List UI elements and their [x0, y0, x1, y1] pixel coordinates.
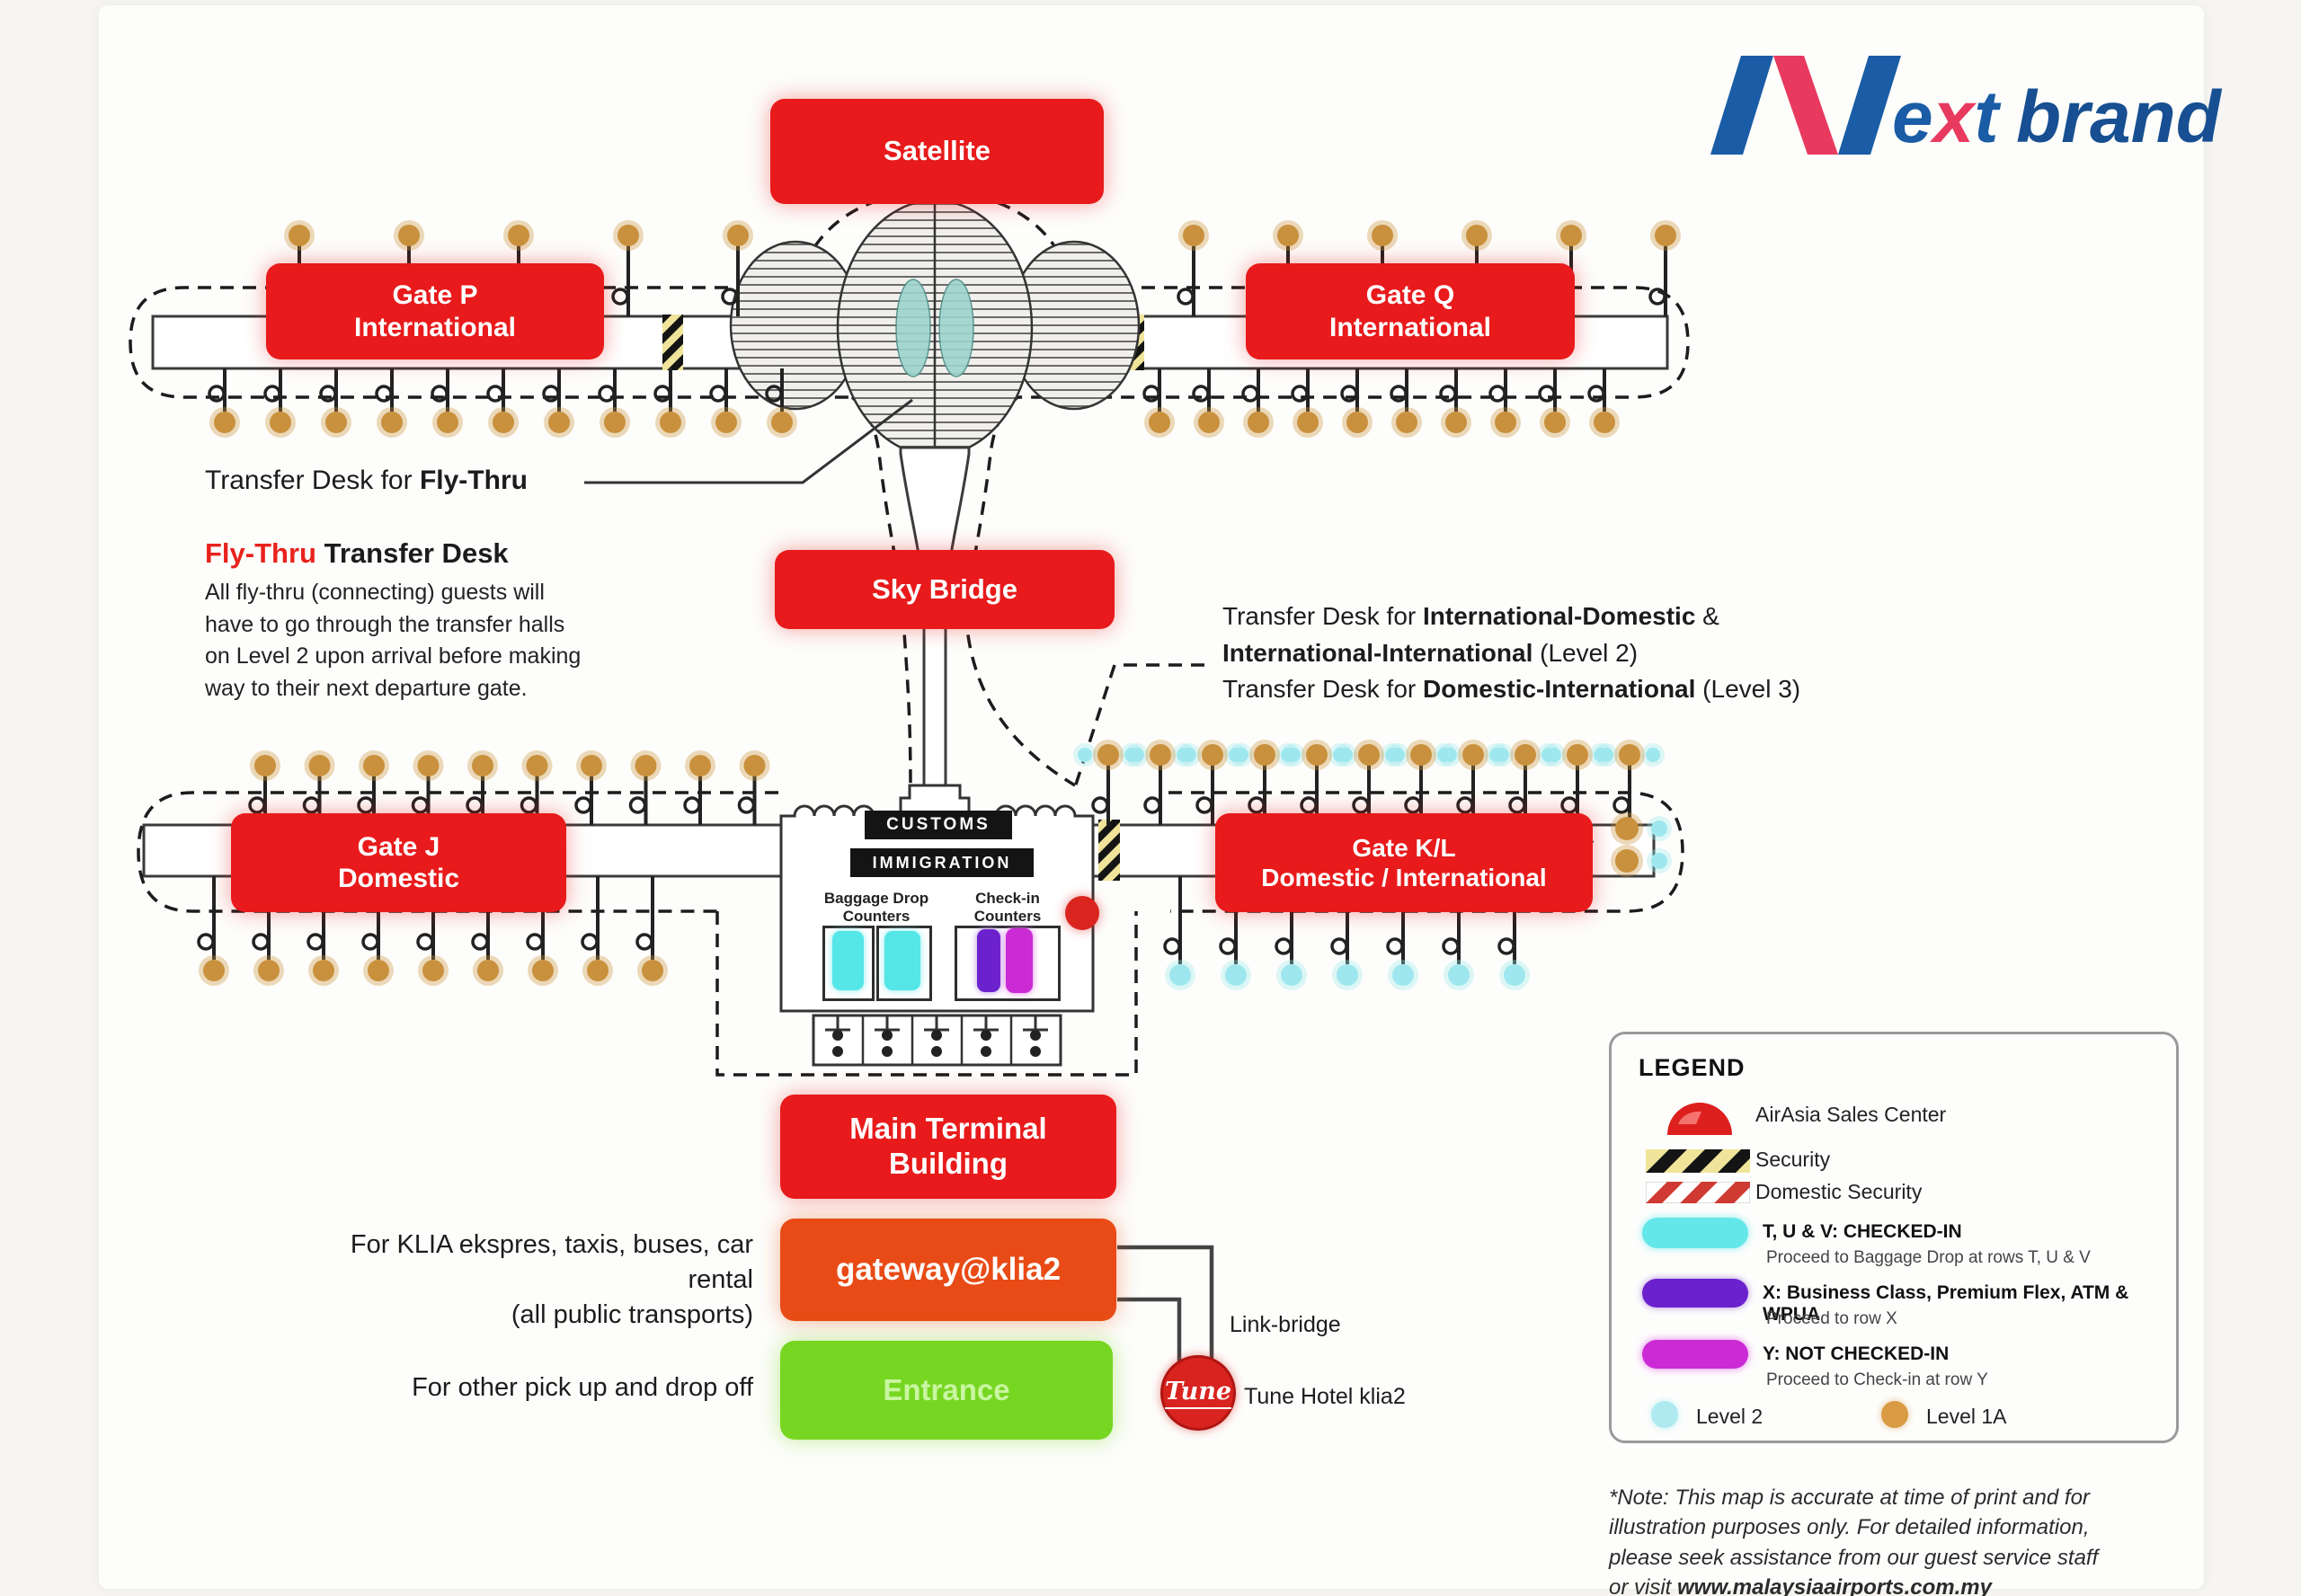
legend-tuv-sub: Proceed to Baggage Drop at rows T, U & V: [1766, 1248, 2091, 1267]
gateway-klia2-box: gateway@klia2: [780, 1219, 1116, 1321]
gate-piers: [197, 220, 1681, 990]
pier-KL-end: [1566, 812, 1672, 877]
legend-purple-pill-icon: [1642, 1279, 1748, 1308]
legend-level1a-label: Level 1A: [1926, 1405, 2007, 1428]
link-bridge-path: [1117, 1245, 1214, 1362]
baggage-drop-label: Baggage Drop Counters: [823, 890, 929, 926]
immigration-bar: IMMIGRATION: [850, 848, 1034, 877]
map-footnote: *Note: This map is accurate at time of p…: [1609, 1452, 2202, 1596]
pickup-dropoff-caption: For other pick up and drop off: [412, 1373, 753, 1402]
airasia-dome-icon: [1667, 1103, 1732, 1135]
link-bridge-label: Link-bridge: [1230, 1312, 1341, 1337]
legend-level2-label: Level 2: [1696, 1405, 1764, 1428]
flythru-description-block: Fly-Thru Transfer Desk All fly-thru (con…: [205, 537, 581, 705]
satellite-box: Satellite: [770, 99, 1104, 204]
security-hatch-icon: [1646, 1149, 1750, 1173]
legend-y-sub: Proceed to Check-in at row Y: [1766, 1370, 1988, 1389]
svg-text:brand: brand: [2016, 76, 2223, 158]
satellite-building-shape: [729, 199, 1141, 457]
svg-text:ext: ext: [1892, 76, 2002, 158]
legend-y-label: Y: NOT CHECKED-IN: [1763, 1343, 1950, 1364]
flythru-heading-red: Fly-Thru: [205, 537, 316, 569]
checked-in-row-tuv-pill: [884, 931, 920, 990]
pier-J-upper: [248, 750, 770, 825]
footnote-url: www.malaysiaairports.com.my: [1677, 1575, 1992, 1596]
main-terminal-box: Main Terminal Building: [780, 1095, 1116, 1199]
legend-x-sub: Proceed to row X: [1766, 1309, 1897, 1328]
label-text: Transfer Desk for: [205, 466, 420, 495]
legend-x-label: X: Business Class, Premium Flex, ATM & W…: [1763, 1282, 2129, 1325]
airasia-sales-center-marker: [1065, 896, 1099, 930]
checkin-label: Check-in Counters: [973, 890, 1042, 926]
transfer-line-2: International-International (Level 2): [1222, 638, 1639, 667]
flythru-heading-rest: Transfer Desk: [316, 537, 509, 569]
legend-domestic-security-label: Domestic Security: [1755, 1180, 1923, 1203]
gate-q-box: Gate Q International: [1246, 263, 1575, 359]
footnote-text: *Note: This map is accurate at time of p…: [1609, 1485, 2099, 1596]
gate-j-box: Gate J Domestic: [231, 813, 566, 912]
flythru-heading: Fly-Thru Transfer Desk: [205, 537, 581, 570]
customs-bar: CUSTOMS: [865, 811, 1012, 839]
legend-title: LEGEND: [1639, 1054, 1746, 1081]
walking-route-dashes: [129, 189, 1690, 1077]
gate-kl-box: Gate K/L Domestic / International: [1215, 813, 1593, 912]
level-2-dot-icon: [1651, 1401, 1678, 1428]
transfer-desk-flythru-label: Transfer Desk for Fly-Thru: [205, 466, 528, 496]
domestic-security-hatch-icon: [1646, 1182, 1750, 1203]
legend-panel: LEGEND AirAsia Sales Center Security Dom…: [1609, 1032, 2179, 1443]
legend-cyan-pill-icon: [1642, 1218, 1748, 1248]
security-checkpoint-marker: [1098, 820, 1120, 881]
legend-tuv-label: T, U & V: CHECKED-IN: [1763, 1221, 1962, 1242]
pier-KL-upper: [1073, 740, 1665, 825]
pier-Q-lower: [1142, 368, 1620, 438]
row-y-pill: [1006, 928, 1033, 993]
legend-airasia-label: AirAsia Sales Center: [1755, 1103, 1947, 1126]
flythru-pointer-line: [584, 398, 913, 484]
checked-in-row-tuv-pill: [832, 931, 864, 990]
flythru-body-text: All fly-thru (connecting) guests will ha…: [205, 580, 582, 701]
tune-hotel-logo: Tune: [1160, 1355, 1236, 1431]
pier-P-lower: [208, 368, 797, 438]
security-checkpoint-marker: [662, 315, 683, 370]
pier-Q-upper: [1177, 220, 1681, 316]
bus-gate-grid: [812, 1014, 1062, 1067]
level-1a-dot-icon: [1881, 1401, 1908, 1428]
public-transport-caption: For KLIA ekspres, taxis, buses, car rent…: [350, 1230, 753, 1330]
legend-magenta-pill-icon: [1642, 1340, 1748, 1369]
row-x-pill: [977, 929, 1000, 992]
pier-J-lower: [197, 876, 668, 986]
tune-hotel-label: Tune Hotel klia2: [1244, 1384, 1406, 1409]
tune-logo-text: Tune: [1164, 1378, 1232, 1409]
sky-bridge-box: Sky Bridge: [775, 550, 1115, 629]
logo-n-glyph: [1710, 56, 1901, 155]
label-bold: Fly-Thru: [419, 466, 528, 495]
transfer-desk-levels-label: Transfer Desk for International-Domestic…: [1222, 598, 1800, 708]
transfer-line-3: Transfer Desk for Domestic-International…: [1222, 675, 1801, 704]
transfer-line-1: Transfer Desk for International-Domestic…: [1222, 602, 1719, 630]
legend-security-label: Security: [1755, 1148, 1831, 1171]
entrance-box: Entrance: [780, 1341, 1113, 1440]
nextbrand-logo: ext brand: [1710, 56, 2223, 158]
gate-p-box: Gate P International: [266, 263, 604, 359]
